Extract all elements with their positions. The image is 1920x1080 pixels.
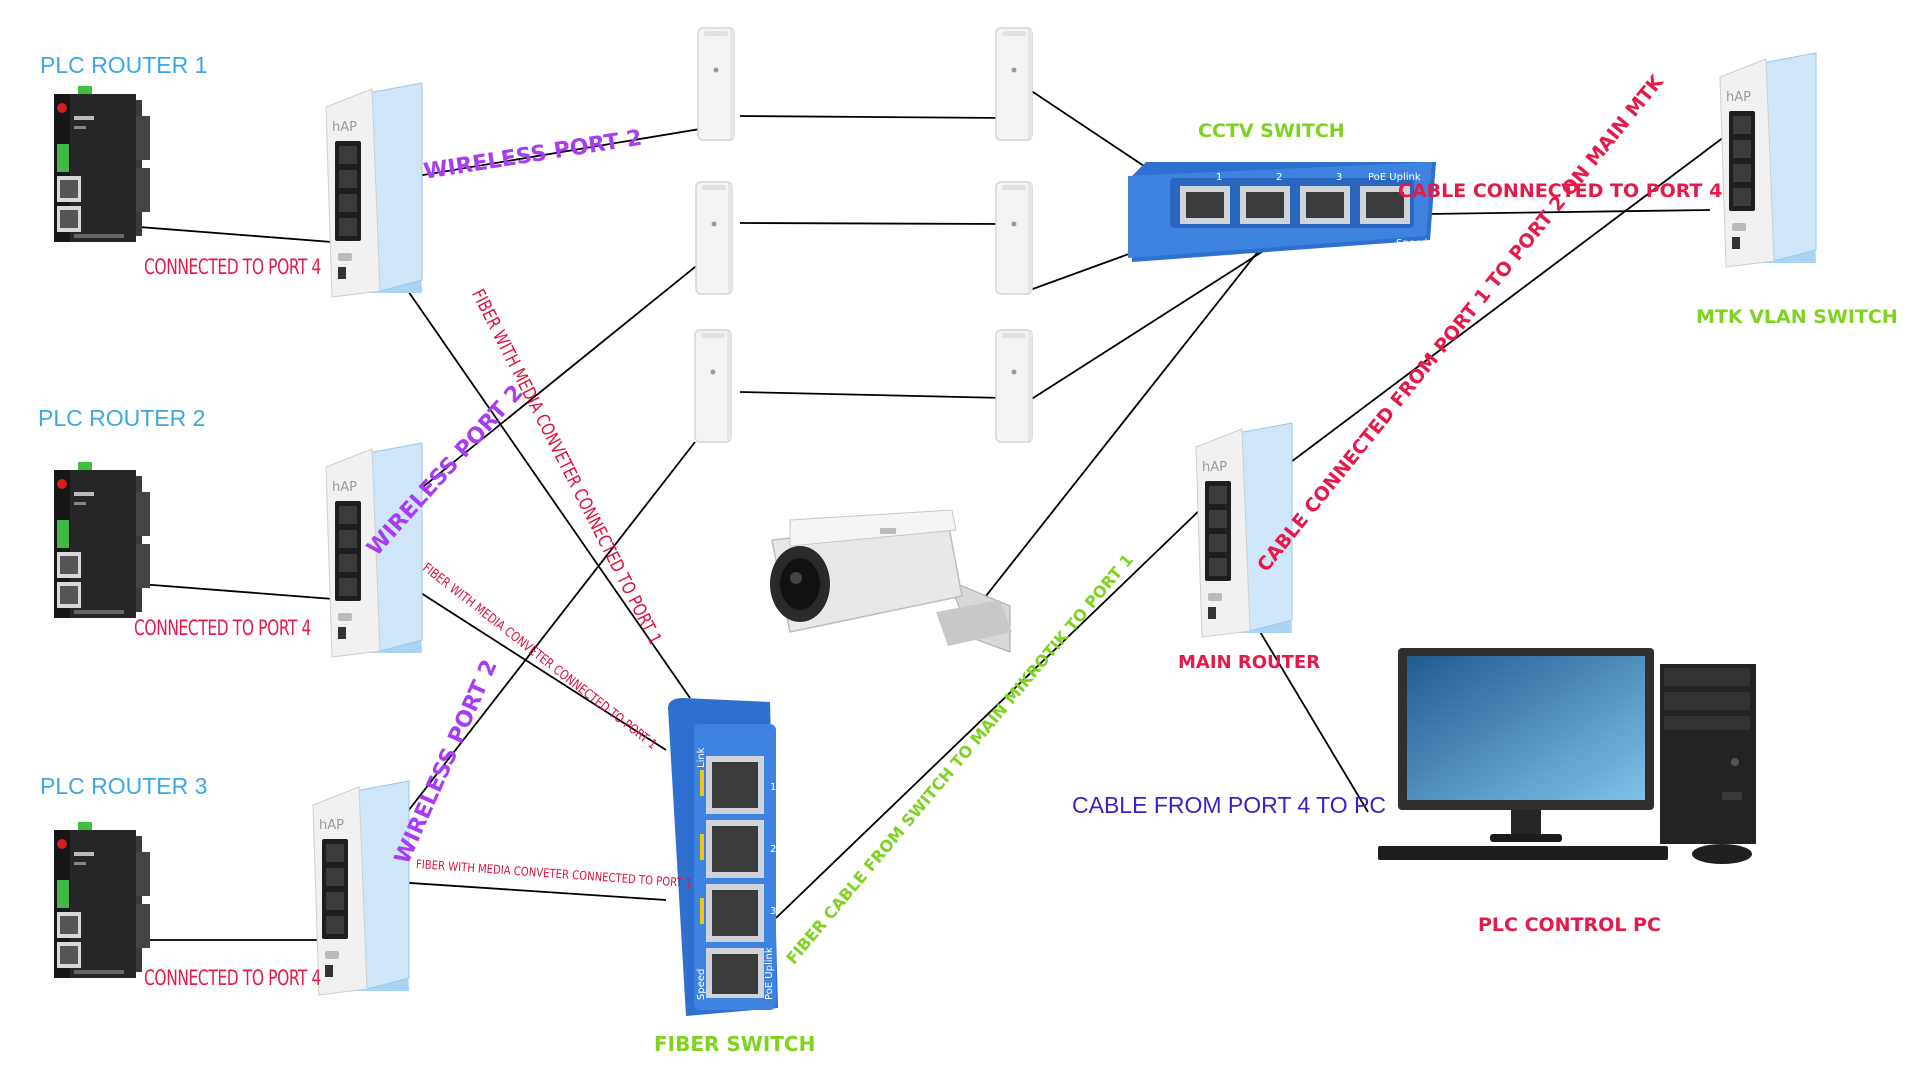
plc-router-2-title: PLC ROUTER 2	[38, 405, 206, 431]
fiber-switch-title: FIBER SWITCH	[654, 1032, 816, 1056]
access-point-icon	[695, 181, 733, 295]
svg-text:PoE Uplink: PoE Uplink	[764, 947, 775, 1000]
mtk-vlan-switch-title: MTK VLAN SWITCH	[1696, 306, 1898, 328]
pc-title: PLC CONTROL PC	[1478, 914, 1661, 936]
cctv-switch-icon: 1 2 3 PoE Uplink Speed	[1128, 162, 1436, 262]
plc-router-3-title: PLC ROUTER 3	[40, 773, 208, 799]
svg-text:2: 2	[770, 844, 776, 855]
access-point-icon	[995, 329, 1033, 443]
mikrotik-router-icon	[312, 780, 410, 996]
plc-device-icon	[54, 822, 150, 978]
plc-device-icon	[54, 462, 150, 618]
mtk-vlan-switch-icon	[1719, 52, 1817, 268]
svg-text:3: 3	[1336, 172, 1342, 183]
main-router-title: MAIN ROUTER	[1178, 652, 1321, 673]
cctv-switch-title: CCTV SWITCH	[1198, 120, 1345, 142]
desktop-pc-icon	[1378, 648, 1756, 864]
plc-router-2-port-label: CONNECTED TO PORT 4	[134, 616, 311, 640]
svg-text:1: 1	[1216, 172, 1222, 183]
svg-text:PoE Uplink: PoE Uplink	[1368, 172, 1421, 183]
svg-text:Speed: Speed	[696, 969, 707, 1000]
access-point-icon	[697, 27, 735, 141]
fiber-switch-icon: 1 2 3 Link PoE Uplink Speed	[668, 698, 778, 1016]
mikrotik-router-icon	[325, 82, 423, 298]
mtk-cable-label: CABLE CONNECTED TO PORT 4	[1398, 180, 1723, 202]
svg-text:2: 2	[1276, 172, 1282, 183]
access-point-icon	[694, 329, 732, 443]
svg-text:Speed: Speed	[1396, 238, 1427, 249]
pc-cable-label: CABLE FROM PORT 4 TO PC	[1072, 792, 1386, 818]
plc-router-3-port-label: CONNECTED TO PORT 4	[144, 966, 321, 990]
cctv-camera-icon	[770, 509, 1012, 653]
plc-device-icon	[54, 86, 150, 242]
plc-router-1-title: PLC ROUTER 1	[40, 52, 208, 78]
svg-text:3: 3	[770, 906, 776, 917]
svg-text:Link: Link	[696, 747, 707, 768]
plc-router-1-port-label: CONNECTED TO PORT 4	[144, 255, 321, 279]
access-point-icon	[995, 181, 1033, 295]
svg-text:1: 1	[770, 782, 776, 793]
access-point-icon	[995, 27, 1033, 141]
